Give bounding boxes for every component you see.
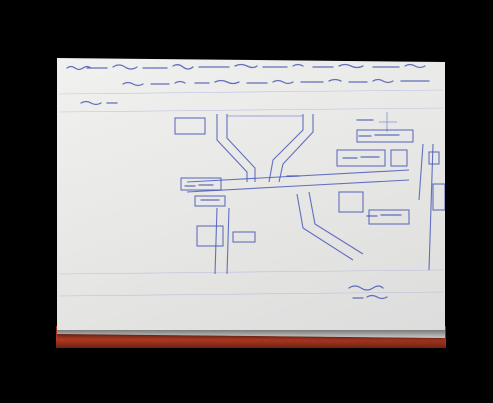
building-blocks — [174, 117, 445, 247]
map-labels — [184, 119, 402, 217]
road-network — [186, 112, 434, 275]
signature — [348, 285, 388, 300]
handwritten-header — [66, 63, 430, 106]
ruled-lines — [58, 89, 444, 297]
hand-drawn-map — [58, 63, 445, 300]
paper-shadow — [57, 330, 445, 340]
